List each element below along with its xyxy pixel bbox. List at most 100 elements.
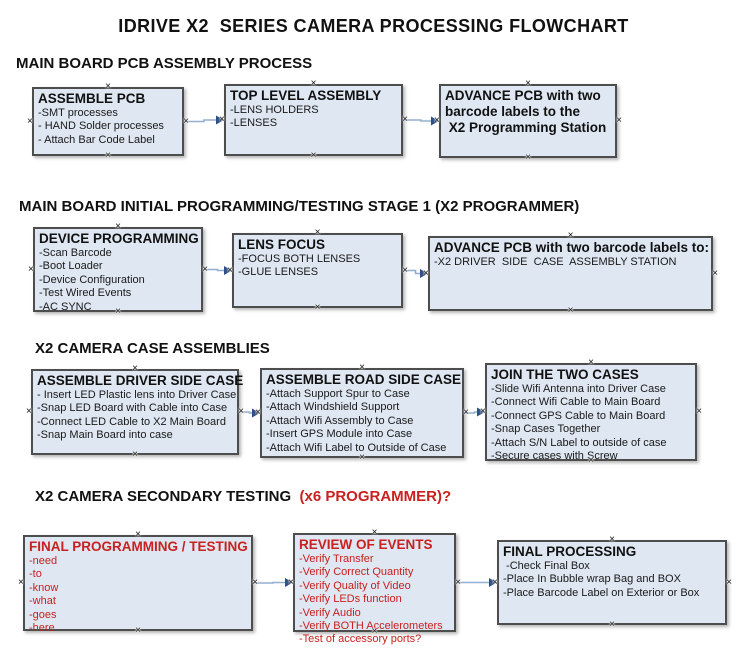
box-step-line: -Attach Windshield Support xyxy=(266,401,400,414)
box-step-line: -Verify Audio xyxy=(299,606,361,619)
section-heading-text: MAIN BOARD PCB ASSEMBLY PROCESS xyxy=(16,55,313,72)
box-step-line: -need xyxy=(29,555,58,567)
box-step-line: -Attach Wifi Assembly to Case xyxy=(266,414,414,427)
flowchart-box-lens-focus[interactable]: LENS FOCUS-FOCUS BOTH LENSES-GLUE LENSES… xyxy=(227,228,408,313)
box-title-line: barcode labels to the xyxy=(445,104,581,119)
connection-handle-icon: × xyxy=(132,449,138,460)
connection-handle-icon: × xyxy=(288,576,294,588)
flowchart-box-advance-pcb-to-driver-side-station[interactable]: ADVANCE PCB with two barcode labels to:-… xyxy=(423,231,718,316)
box-step-line: -Device Configuration xyxy=(39,273,145,286)
flowchart-box-assemble-driver-side-case[interactable]: ASSEMBLE DRIVER SIDE CASE- Insert LED Pl… xyxy=(26,364,244,460)
box-title-line: ASSEMBLE ROAD SIDE CASE xyxy=(266,372,462,387)
section-heading-4: X2 CAMERA SECONDARY TESTING (x6 PROGRAMM… xyxy=(35,488,451,505)
box-step-line: -Test Wired Events xyxy=(39,287,132,300)
connection-handle-icon: × xyxy=(455,576,461,588)
box-step-line: -Secure cases with Screw xyxy=(491,450,618,463)
box-step-line: -Insert GPS Module into Case xyxy=(266,428,413,441)
connector-arrow-1 xyxy=(184,115,224,125)
flowchart-box-device-programming[interactable]: DEVICE PROGRAMMING-Scan Barcode-Boot Loa… xyxy=(28,222,208,317)
connection-handle-icon: × xyxy=(525,152,531,163)
box-step-line: -goes xyxy=(29,608,57,621)
connector-arrow-7 xyxy=(253,578,293,587)
connection-handle-icon: × xyxy=(492,576,498,588)
connector-arrow-2 xyxy=(403,116,439,126)
box-title-line: FINAL PROCESSING xyxy=(503,544,637,559)
box-title-line: ASSEMBLE DRIVER SIDE CASE xyxy=(37,373,244,388)
section-heading-red-text: (x6 PROGRAMMER)? xyxy=(299,488,452,505)
box-step-line: -Attach S/N Label to outside of case xyxy=(491,436,667,449)
box-step-line: - HAND Solder processes xyxy=(38,120,164,133)
box-step-line: -Connect LED Cable to X2 Main Board xyxy=(37,415,226,428)
connection-handle-icon: × xyxy=(238,406,244,417)
box-step-line: -what xyxy=(29,595,56,608)
connection-handle-icon: × xyxy=(18,577,24,588)
connection-handle-icon: × xyxy=(227,264,233,276)
connection-handle-icon: × xyxy=(712,267,718,279)
box-title-line: FINAL PROGRAMMING / TESTING xyxy=(29,539,248,554)
connection-handle-icon: × xyxy=(696,406,702,417)
connector-arrow-8 xyxy=(456,578,497,587)
connection-handle-icon: × xyxy=(183,115,189,127)
connection-handle-icon: × xyxy=(402,264,408,276)
box-step-line: -Connect GPS Cable to Main Board xyxy=(491,409,666,422)
connection-handle-icon: × xyxy=(255,407,261,418)
box-step-line: -Verify Correct Quantity xyxy=(299,566,414,579)
flowchart-box-final-programming-testing[interactable]: FINAL PROGRAMMING / TESTING-need-to-know… xyxy=(18,530,258,636)
box-step-line: -Place In Bubble wrap Bag and BOX xyxy=(503,573,681,586)
box-step-line: -Verify Transfer xyxy=(299,553,374,565)
box-step-line: -Attach Support Spur to Case xyxy=(266,388,410,400)
section-heading-2: MAIN BOARD INITIAL PROGRAMMING/TESTING S… xyxy=(19,198,579,215)
flowchart-box-join-the-two-cases[interactable]: JOIN THE TWO CASES-Slide Wifi Antenna in… xyxy=(480,358,702,466)
box-step-line: -LENS HOLDERS xyxy=(230,104,319,116)
box-step-line: - Attach Bar Code Label xyxy=(38,133,155,146)
box-step-line: -Snap Cases Together xyxy=(491,423,601,436)
connection-handle-icon: × xyxy=(105,150,111,161)
box-step-line: -X2 DRIVER SIDE CASE ASSEMBLY STATION xyxy=(434,256,677,268)
connector-arrow-6 xyxy=(464,407,485,417)
box-step-line: -SMT processes xyxy=(38,107,118,119)
box-title-line: ADVANCE PCB with two barcode labels to: xyxy=(434,240,710,255)
box-step-line: -to xyxy=(29,568,42,581)
box-title-line: TOP LEVEL ASSEMBLY xyxy=(230,88,382,103)
section-heading-text: X2 CAMERA CASE ASSEMBLIES xyxy=(35,340,270,357)
connection-handle-icon: × xyxy=(726,576,732,588)
connection-handle-icon: × xyxy=(310,150,317,161)
flowchart-box-assemble-road-side-case[interactable]: ASSEMBLE ROAD SIDE CASE-Attach Support S… xyxy=(255,363,469,463)
box-step-line: -Snap Main Board into case xyxy=(37,429,173,442)
connection-handle-icon: × xyxy=(26,406,32,417)
box-title-line: ADVANCE PCB with two xyxy=(445,88,601,103)
box-step-line: -Slide Wifi Antenna into Driver Case xyxy=(491,383,666,395)
connector-arrow-5 xyxy=(239,408,260,418)
box-title-line: LENS FOCUS xyxy=(238,237,326,252)
box-step-line: -Verify LEDs function xyxy=(299,593,402,606)
section-heading-text: MAIN BOARD INITIAL PROGRAMMING/TESTING S… xyxy=(19,198,580,215)
connection-handle-icon: × xyxy=(402,114,408,125)
connection-handle-icon: × xyxy=(567,305,574,316)
box-title-line: JOIN THE TWO CASES xyxy=(491,367,639,382)
section-heading-text: X2 CAMERA SECONDARY TESTING xyxy=(35,488,300,505)
box-step-line: -GLUE LENSES xyxy=(238,266,319,279)
box-step-line: -Attach Wifi Label to Outside of Case xyxy=(266,441,447,454)
flowchart-box-final-processing[interactable]: FINAL PROCESSING -Check Final Box-Place … xyxy=(492,535,732,630)
connection-handle-icon: × xyxy=(314,302,321,313)
box-step-line: -know xyxy=(29,581,59,594)
box-step-line: -Scan Barcode xyxy=(39,247,112,259)
connection-handle-icon: × xyxy=(202,263,208,275)
box-step-line: -Check Final Box xyxy=(503,560,590,572)
box-step-line: -Place Barcode Label on Exterior or Box xyxy=(503,586,700,599)
connection-handle-icon: × xyxy=(252,577,258,588)
connection-handle-icon: × xyxy=(463,407,469,418)
box-title-line: ASSEMBLE PCB xyxy=(38,91,146,106)
box-step-line: -Boot Loader xyxy=(39,260,103,273)
connection-handle-icon: × xyxy=(27,115,33,127)
section-heading-3: X2 CAMERA CASE ASSEMBLIES xyxy=(35,340,270,357)
flowchart-box-top-level-assembly[interactable]: TOP LEVEL ASSEMBLY-LENS HOLDERS-LENSES××… xyxy=(219,79,408,161)
flowchart-box-assemble-pcb[interactable]: ASSEMBLE PCB-SMT processes- HAND Solder … xyxy=(27,82,189,161)
box-step-line: -AC SYNC xyxy=(39,300,92,313)
flowchart-box-review-of-events[interactable]: REVIEW OF EVENTS-Verify Transfer-Verify … xyxy=(288,528,461,646)
box-step-line: -Verify Quality of Video xyxy=(299,579,411,592)
section-heading-1: MAIN BOARD PCB ASSEMBLY PROCESS xyxy=(16,55,312,72)
connection-handle-icon: × xyxy=(423,267,429,279)
